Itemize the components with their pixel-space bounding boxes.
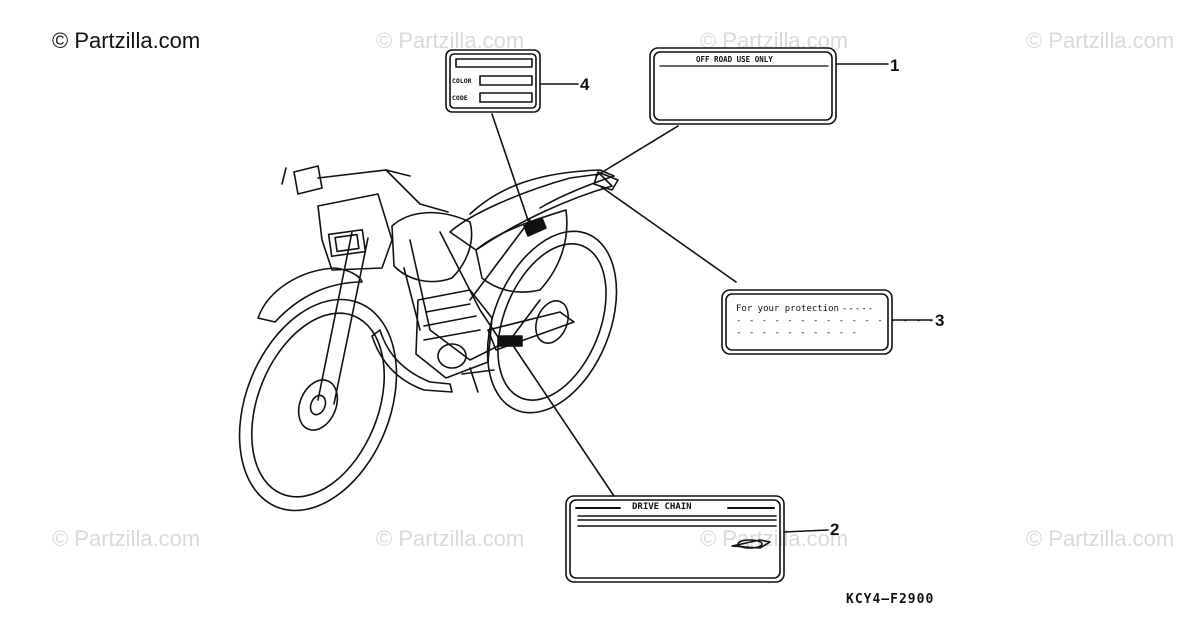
- front-forks: [317, 231, 369, 405]
- copyright-watermark-main: © Partzilla.com: [52, 28, 201, 53]
- callout-number-1: 1: [890, 56, 900, 75]
- leader-line-2: [783, 529, 829, 533]
- color-code-label-marker: [523, 217, 547, 237]
- copyright-watermark: © Partzilla.com: [52, 526, 201, 551]
- callout-number-4: 4: [580, 75, 590, 94]
- label-drive-chain: [565, 495, 785, 583]
- label-for-your-protection: [721, 289, 893, 355]
- seat: [449, 173, 613, 251]
- leader-line-4-part: [491, 113, 531, 227]
- headlight: [327, 228, 367, 258]
- off-road-label-text: OFF ROAD USE ONLY: [696, 55, 773, 64]
- rear-wheel: [486, 230, 618, 414]
- copyright-watermark: © Partzilla.com: [700, 28, 849, 53]
- callout-number-2: 2: [830, 520, 840, 539]
- leader-line-1-part: [595, 125, 679, 177]
- color-label-text: COLOR: [452, 77, 472, 85]
- frame: [403, 219, 541, 361]
- front-number-plate: [317, 193, 393, 271]
- engine: [415, 289, 493, 379]
- side-cover: [475, 209, 568, 293]
- handlebar: [281, 165, 411, 195]
- leader-line-3-part: [599, 185, 737, 283]
- front-fender: [257, 267, 363, 323]
- code-label-text: CODE: [452, 94, 468, 102]
- diagram-reference-code: KCY4–F2900: [846, 592, 935, 607]
- callout-number-3: 3: [935, 311, 945, 330]
- fuel-tank: [391, 211, 473, 283]
- copyright-watermark: © Partzilla.com: [376, 526, 525, 551]
- motorcycle-drawing: [238, 165, 619, 512]
- copyright-watermark: © Partzilla.com: [1026, 28, 1175, 53]
- exhaust-pipe: [371, 329, 453, 393]
- footpeg: [461, 367, 495, 393]
- protection-label-text: For your protection: [736, 304, 839, 314]
- leader-line-2-part: [511, 343, 615, 497]
- rear-fender: [469, 169, 615, 215]
- label-color-code: [445, 49, 541, 113]
- front-wheel: [238, 298, 398, 512]
- drive-chain-label-text: DRIVE CHAIN: [632, 502, 692, 512]
- copyright-watermark: © Partzilla.com: [376, 28, 525, 53]
- drive-chain-label-marker: [497, 335, 523, 347]
- label-off-road-use-only: [649, 47, 837, 125]
- copyright-watermark: © Partzilla.com: [1026, 526, 1175, 551]
- swingarm: [487, 311, 575, 351]
- rear-label-marker: [593, 171, 619, 191]
